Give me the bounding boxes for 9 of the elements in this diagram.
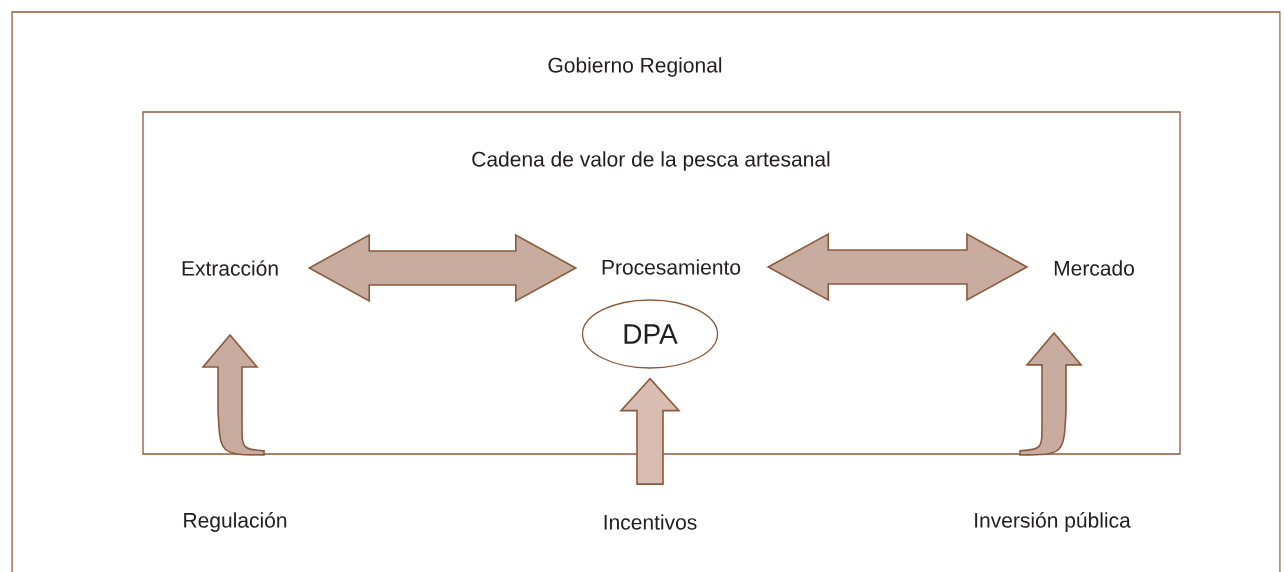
- node-label: Incentivos: [604, 514, 697, 530]
- node-label: Extracción: [182, 260, 278, 276]
- node-label: Mercado: [1054, 260, 1134, 276]
- node-label: Procesamiento: [602, 259, 741, 275]
- ellipse-node: DPA: [581, 299, 719, 369]
- node-label: Inversión pública: [975, 512, 1131, 532]
- block-arrow: [1019, 332, 1082, 456]
- block-arrow: [202, 334, 265, 456]
- node-label: Regulación: [184, 512, 287, 532]
